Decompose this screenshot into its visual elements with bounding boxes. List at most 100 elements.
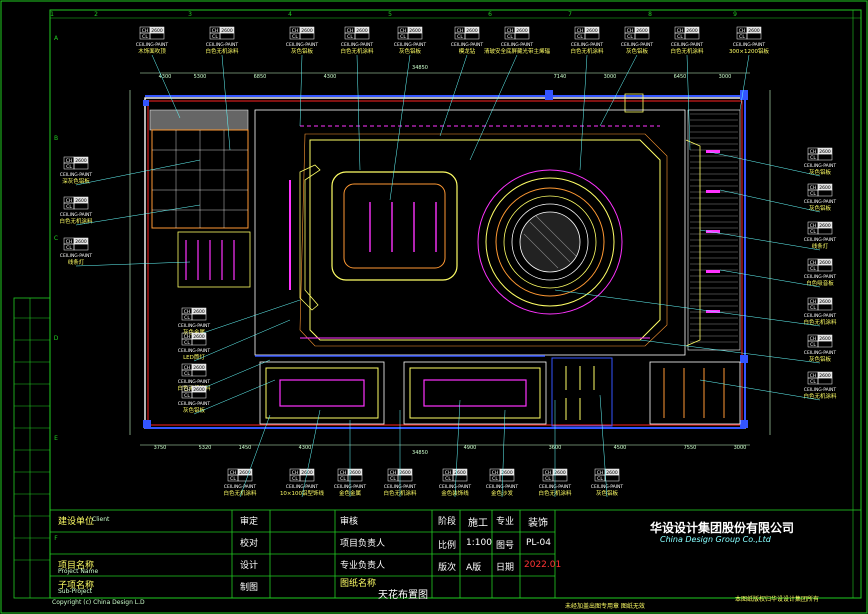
tag-material-label: 白色吸音板	[806, 279, 834, 287]
company-name-cn: 华设设计集团股份有限公司	[650, 521, 795, 535]
bottom-dimension: 4300	[299, 445, 312, 451]
tag-code: CH	[492, 470, 499, 476]
tag-code: CH	[212, 28, 219, 34]
grid-letter-E: E	[54, 435, 58, 442]
tag-value: 2600	[221, 28, 233, 34]
tag-value-box	[73, 243, 89, 251]
tag-leader	[75, 261, 191, 267]
tag-value: 2600	[554, 470, 566, 476]
tag-value-box	[817, 377, 833, 385]
tag-leader	[709, 151, 821, 177]
client-en: Client	[92, 516, 110, 523]
bottom-dimension: 4900	[464, 445, 477, 451]
tag-value: 2600	[819, 299, 831, 305]
tag-value: 2600	[75, 198, 87, 204]
tag-value: 2600	[819, 260, 831, 266]
tag-leader	[554, 289, 821, 327]
bottom-material-tags: CH2600CLCEILING·PAINT白色无机涂料CH2600CLCEILI…	[223, 394, 623, 498]
tag-value-box	[452, 474, 468, 482]
tag-code: CH	[184, 365, 191, 371]
tag-value-box	[746, 32, 762, 40]
tag-left-code: CL	[212, 34, 218, 40]
tag-code: CH	[340, 470, 347, 476]
version-value: A版	[466, 563, 482, 573]
tag-leader	[151, 54, 181, 119]
tag-value: 2600	[399, 470, 411, 476]
tag-code: CH	[577, 28, 584, 34]
tag-value: 2600	[193, 365, 205, 371]
tag-value-box	[817, 303, 833, 311]
tag-ceiling-label: CEILING·PAINT	[136, 42, 169, 48]
tag-value-box	[149, 32, 165, 40]
tag-material-label: 白色无机涂料	[803, 392, 837, 400]
tag-code: CH	[390, 470, 397, 476]
tag-value: 2600	[239, 470, 251, 476]
tag-material-label: 白色无机涂料	[803, 318, 837, 326]
tag-value: 2600	[466, 28, 478, 34]
tag-value-box	[299, 32, 315, 40]
tag-value: 2600	[454, 470, 466, 476]
tag-left-code: CL	[400, 34, 406, 40]
tag-leader	[719, 189, 821, 213]
tag-material-label: 白色无机涂料	[340, 47, 374, 55]
top-dimension: 34850	[412, 65, 428, 71]
tag-material-label: 灰色铝板	[626, 47, 649, 55]
tag-value-box	[604, 474, 620, 482]
tag-ceiling-label: CEILING·PAINT	[178, 348, 211, 354]
sub-project-en: Sub-Project	[58, 588, 93, 595]
tag-value: 2600	[819, 149, 831, 155]
tag-value-box	[634, 32, 650, 40]
tag-leader	[75, 204, 201, 226]
tag-left-code: CL	[347, 34, 353, 40]
tag-value-box	[73, 202, 89, 210]
tag-ceiling-label: CEILING·PAINT	[178, 401, 211, 407]
tag-ceiling-label: CEILING·PAINT	[286, 42, 319, 48]
tag-value: 2600	[636, 28, 648, 34]
top-dimension: 5300	[194, 74, 207, 80]
grid-letter-F: F	[54, 535, 58, 542]
central-ceiling	[254, 109, 686, 356]
tag-value-box	[407, 32, 423, 40]
tag-leader	[193, 359, 271, 393]
discipline-lead-label: 专业负责人	[340, 561, 386, 571]
grid-number-6: 6	[488, 11, 492, 18]
tag-material-label: 灰色铝板	[809, 204, 832, 212]
tag-material-label: 灰色铝板	[596, 489, 619, 497]
tag-leader	[599, 54, 638, 127]
tag-left-code: CL	[457, 34, 463, 40]
tag-value: 2600	[193, 309, 205, 315]
tag-code: CH	[445, 470, 452, 476]
tag-ceiling-label: CEILING·PAINT	[501, 42, 534, 48]
drawn-label: 制图	[240, 583, 259, 593]
tag-code: CH	[184, 334, 191, 340]
client-label: 建设单位	[58, 517, 95, 527]
tag-leader	[75, 159, 201, 186]
tag-ceiling-label: CEILING·PAINT	[286, 484, 319, 490]
checked-label: 校对	[240, 539, 259, 549]
tag-left-code: CL	[142, 34, 148, 40]
tag-leader	[193, 379, 276, 415]
sub-project-label: 子项名称	[58, 581, 95, 591]
tag-ceiling-label: CEILING·PAINT	[341, 42, 374, 48]
stage-label: 阶段	[438, 517, 457, 527]
drawing-title-label: 图纸名称	[340, 579, 377, 589]
tag-left-code: CL	[577, 34, 583, 40]
tag-leader	[579, 54, 588, 171]
tag-code: CH	[292, 28, 299, 34]
tag-ceiling-label: CEILING·PAINT	[178, 323, 211, 329]
tag-code: CH	[810, 373, 817, 379]
tag-left-code: CL	[739, 34, 745, 40]
tag-left-code: CL	[810, 191, 816, 197]
